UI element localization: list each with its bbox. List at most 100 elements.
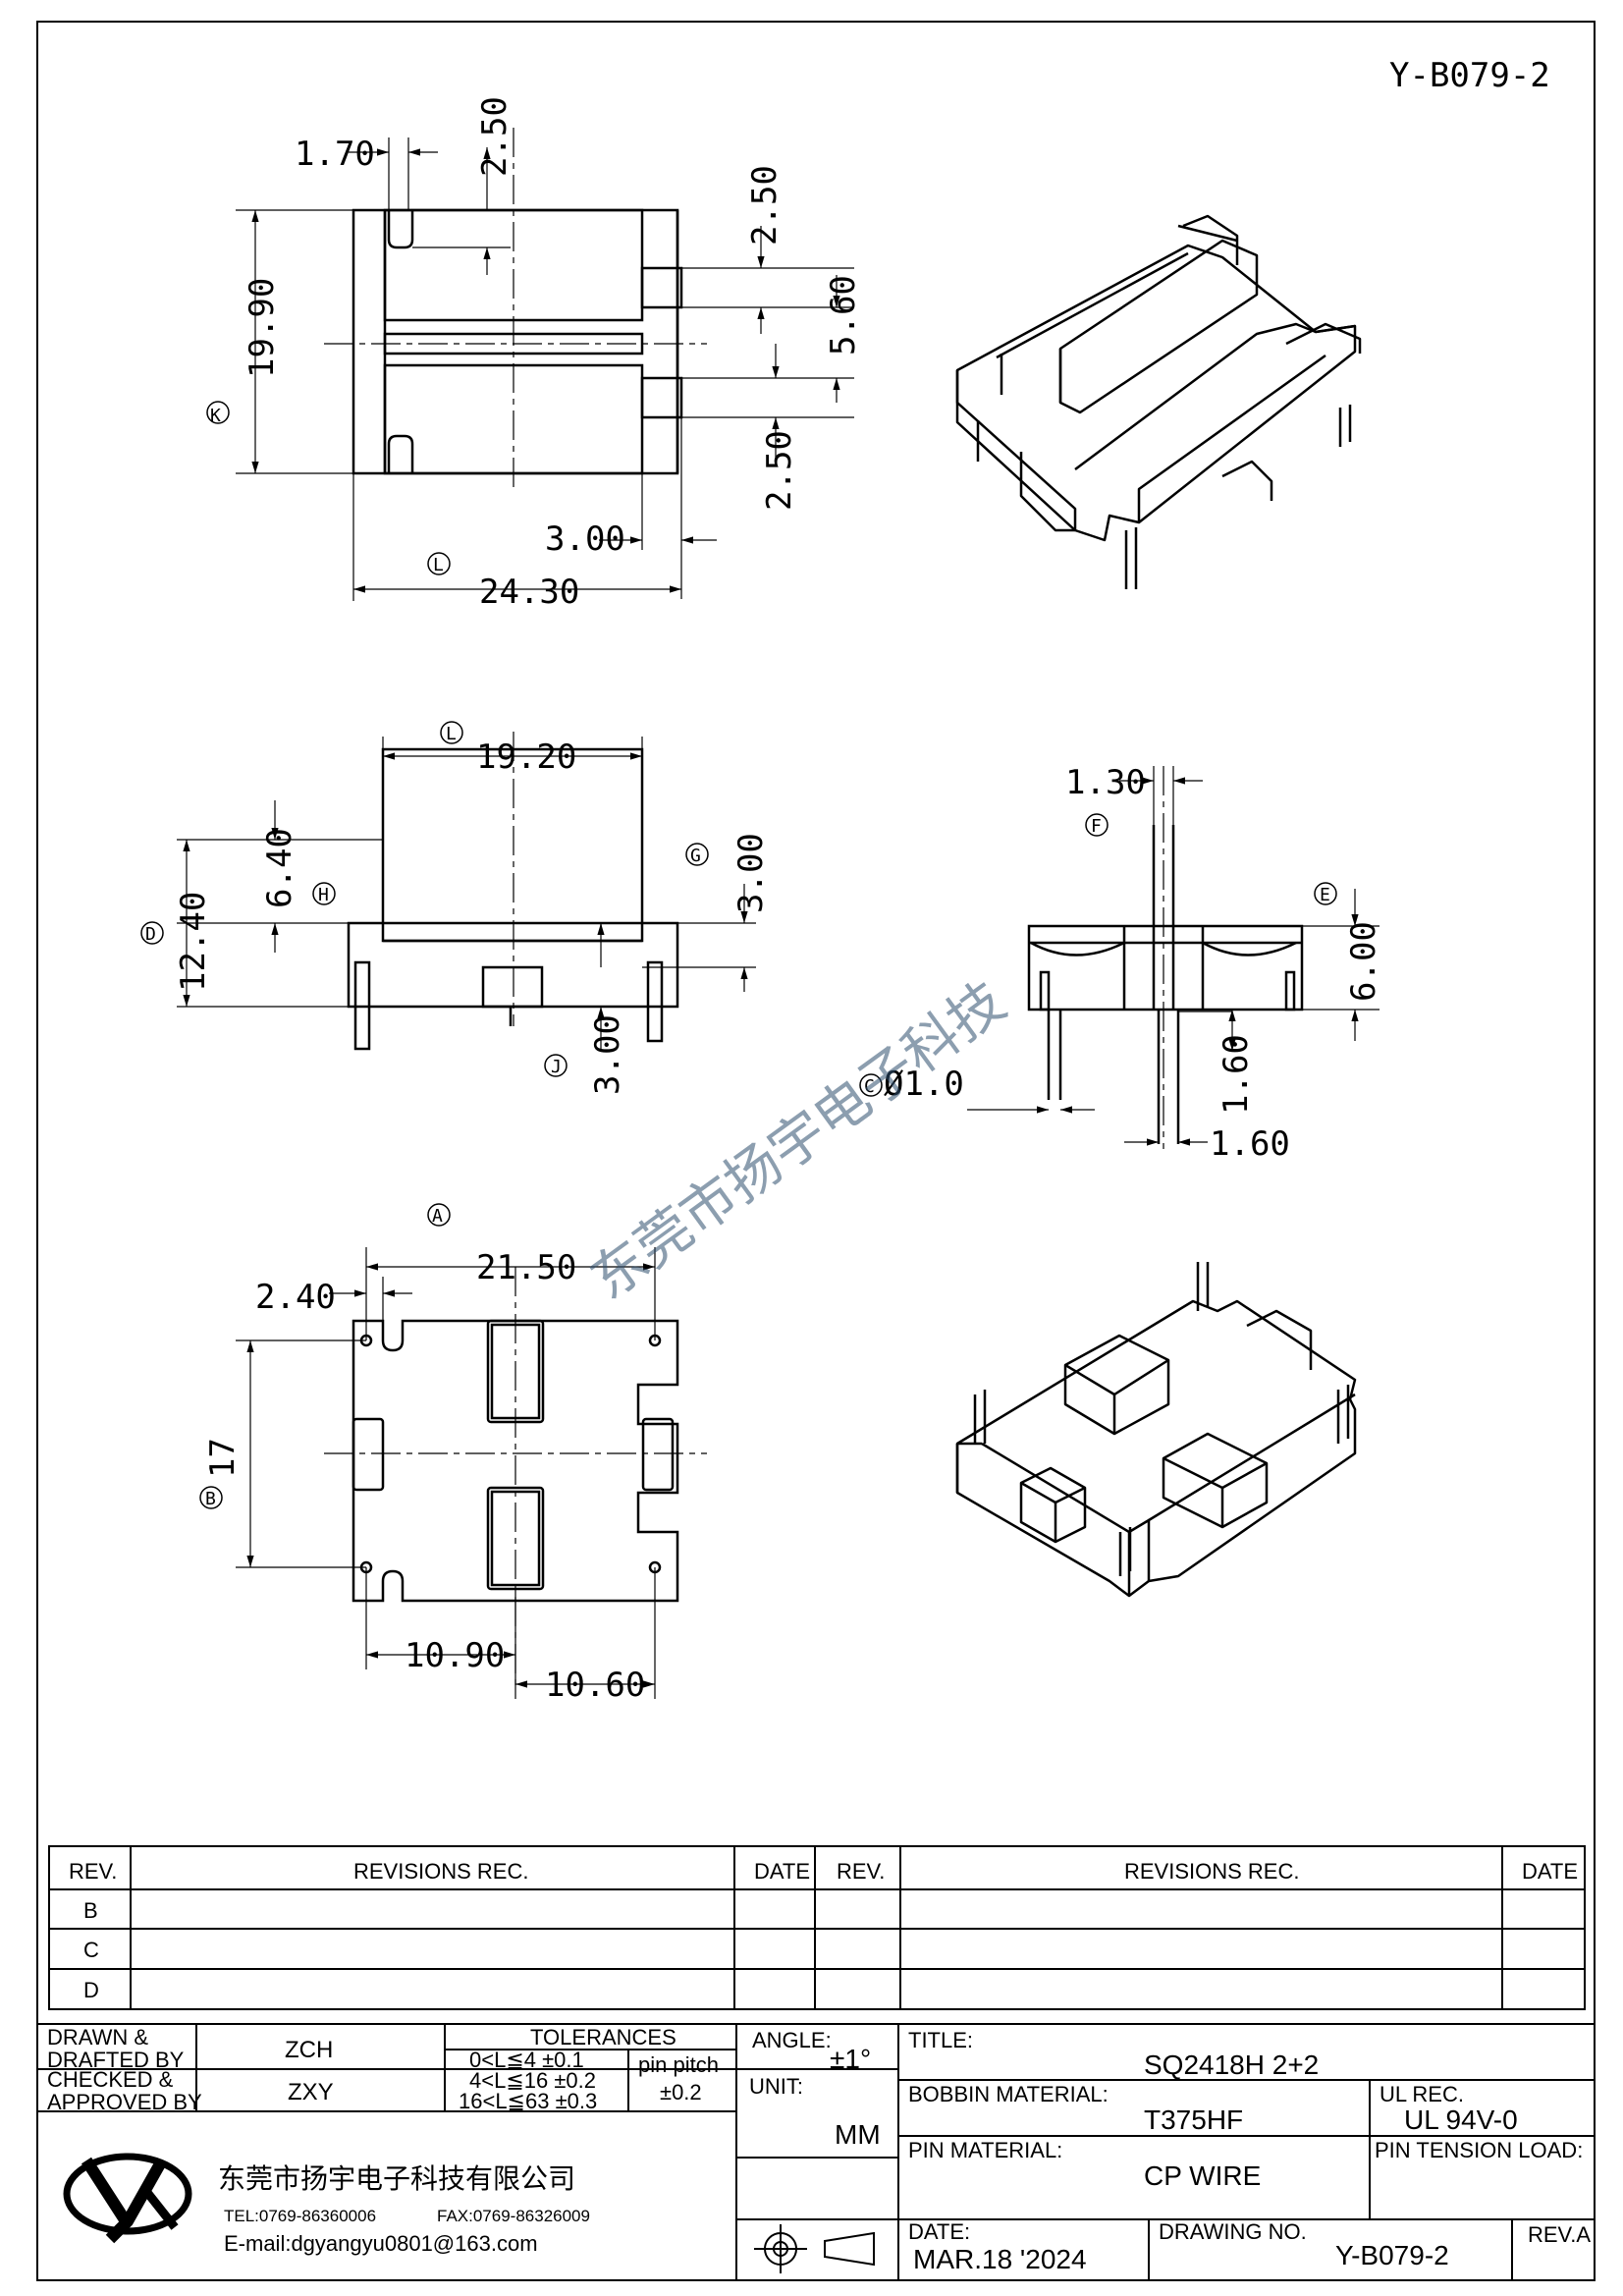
dim-3-00-side-right: 3.00 [731,833,771,913]
angle-label: ANGLE: [752,2028,832,2052]
rev-a-label: REV.A [1528,2222,1591,2247]
revisions-rec-header-right: REVISIONS REC. [1124,1859,1299,1884]
dim-3-00-top: 3.00 [545,519,625,559]
tolerance-row-1: 0<L≦4 ±0.1 [469,2048,584,2072]
pin-tension-label: PIN TENSION LOAD: [1375,2138,1583,2162]
dim-2-40: 2.40 [255,1278,336,1317]
date-header-left: DATE [754,1859,810,1884]
dim-6-00: 6.00 [1344,921,1383,1002]
drawing-id-header: Y-B079-2 [1389,56,1550,95]
title-block [36,2023,1596,2281]
callout-f: F [1085,813,1109,837]
title-label: TITLE: [908,2028,973,2052]
end-view [1027,825,1304,1144]
dim-1-60-vertical: 1.60 [1217,1034,1256,1115]
pin-pitch-label: pin pitch [638,2052,719,2077]
tolerance-row-2: 4<L≦16 ±0.2 [469,2068,596,2093]
callout-d: D [140,921,164,945]
checked-label-line1: CHECKED & [47,2067,174,2092]
svg-text:E: E [1320,885,1330,905]
company-fax: FAX:0769-86326009 [437,2207,590,2225]
date-label: DATE: [908,2219,970,2244]
svg-text:D: D [145,924,156,945]
callout-j: J [544,1054,568,1077]
company-logo [63,2153,192,2244]
callout-a: A [427,1203,451,1227]
watermark: 东莞市扬宇电子科技 [579,969,1017,1312]
unit-label: UNIT: [749,2074,803,2099]
dim-1-70: 1.70 [295,135,375,174]
company-name: 东莞市扬宇电子科技有限公司 [218,2162,575,2195]
bobbin-material-value: T375HF [1144,2105,1243,2135]
callout-l-side: L [440,721,463,744]
dim-1-60-horizontal: 1.60 [1210,1124,1290,1164]
unit-value: MM [835,2119,881,2150]
callout-e: E [1314,882,1337,905]
dim-2-50-right-bottom: 2.50 [760,430,799,511]
dim-2-50-right-top: 2.50 [745,165,784,246]
bobbin-material-label: BOBBIN MATERIAL: [908,2082,1109,2106]
tolerance-row-3: 16<L≦63 ±0.3 [459,2089,597,2113]
dim-17: 17 [203,1438,243,1478]
drawn-label-line1: DRAWN & [47,2025,148,2050]
callout-b: B [199,1486,223,1509]
dim-6-40: 6.40 [260,828,299,908]
drawn-label-line2: DRAFTED BY [47,2048,185,2072]
pin-material-label: PIN MATERIAL: [908,2138,1062,2162]
svg-text:A: A [432,1206,443,1227]
svg-text:L: L [433,555,444,575]
svg-text:L: L [446,724,457,744]
dim-10-60: 10.60 [545,1666,645,1705]
revisions-table [48,1845,1586,2010]
dim-1-30: 1.30 [1065,763,1146,802]
dim-2-50-top: 2.50 [475,96,514,177]
iso-view-bottom [955,1262,1357,1598]
svg-text:B: B [205,1489,216,1509]
callout-h: H [312,882,336,905]
callout-l-top: L [427,552,451,575]
checked-value: ZXY [288,2079,334,2105]
dim-19-20: 19.20 [476,738,576,777]
title-value: SQ2418H 2+2 [1144,2050,1319,2080]
rev-row-d: D [83,1978,99,2002]
svg-text:K: K [210,406,221,426]
top-view [352,208,683,475]
company-email: E-mail:dgyangyu0801@163.com [224,2231,538,2256]
dim-5-60: 5.60 [824,275,863,355]
svg-text:F: F [1091,816,1102,837]
svg-text:C: C [864,1076,875,1097]
date-value: MAR.18 '2024 [913,2244,1087,2274]
dim-pin-diameter: Ø1.0 [884,1065,964,1104]
dim-21-50: 21.50 [476,1248,576,1287]
callout-g: G [685,843,709,866]
svg-text:H: H [318,885,329,905]
iso-view-top [955,214,1362,589]
drawing-no-value: Y-B079-2 [1335,2240,1449,2270]
svg-text:G: G [690,846,701,866]
rev-row-c: C [83,1938,99,1962]
company-tel: TEL:0769-86360006 [224,2207,376,2225]
callout-c: C [859,1073,883,1097]
pin-pitch-value: ±0.2 [660,2080,702,2105]
svg-text:J: J [551,1057,562,1077]
ul-rec-label: UL REC. [1380,2082,1464,2106]
dim-3-00-side-bottom: 3.00 [588,1014,627,1095]
revisions-rec-header-left: REVISIONS REC. [353,1859,528,1884]
date-header-right: DATE [1522,1859,1578,1884]
rev-header-right: REV. [837,1859,885,1884]
pin-material-value: CP WIRE [1144,2160,1261,2191]
checked-label-line2: APPROVED BY [47,2090,202,2114]
rev-header-left: REV. [69,1859,117,1884]
angle-value: ±1° [830,2044,871,2074]
ul-rec-value: UL 94V-0 [1404,2105,1518,2135]
callout-k: K [206,401,230,426]
rev-row-b: B [83,1898,98,1923]
dim-19-90: 19.90 [243,278,282,378]
drawing-no-label: DRAWING NO. [1159,2219,1307,2244]
dim-12-40: 12.40 [174,892,213,992]
tolerances-label: TOLERANCES [530,2025,676,2050]
dim-10-90: 10.90 [405,1636,505,1675]
drawn-value: ZCH [285,2037,333,2063]
projection-symbol-icon [754,2224,875,2273]
